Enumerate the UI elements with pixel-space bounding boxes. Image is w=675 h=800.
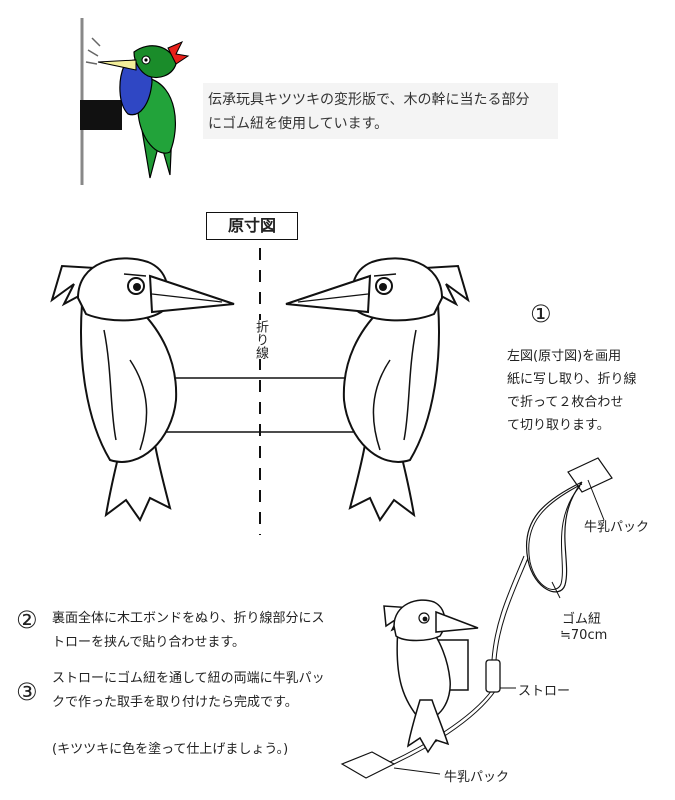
- step-1-number: ①: [530, 300, 552, 328]
- step-3-line: ストローにゴム紐を通して紐の両端に牛乳パッ: [52, 671, 325, 686]
- template-bird-left: [50, 257, 235, 523]
- step-3-text: ストローにゴム紐を通して紐の両端に牛乳パッ クで作った取手を取り付けたら完成です…: [52, 667, 352, 715]
- intro-text: 伝承玩具キツツキの変形版で、木の幹に当たる部分 にゴム紐を使用しています。: [208, 88, 558, 136]
- intro-background: [203, 83, 558, 139]
- step-1-line: 左図(原寸図)を画用: [507, 349, 622, 364]
- step-2-number: ②: [16, 606, 38, 634]
- finishing-note: (キツツキに色を塗って仕上げましょう。): [52, 742, 289, 757]
- milk-pack-top-label: 牛乳パック: [584, 520, 650, 535]
- straw-label: ストロー: [518, 684, 571, 699]
- motion-lines: [85, 37, 101, 65]
- step-1-line: で折って２枚合わせ: [507, 395, 624, 410]
- milk-pack-bottom-label: 牛乳パック: [444, 770, 510, 785]
- straw-shape: [485, 659, 501, 693]
- step-2-line: 裏面全体に木工ボンドをぬり、折り線部分にス: [52, 611, 325, 626]
- template-title: 原寸図: [206, 212, 298, 240]
- rubber-band-trunk: [80, 100, 122, 130]
- step-1-line: 紙に写し取り、折り線: [507, 372, 637, 387]
- fold-line-label: 折り線: [248, 320, 268, 359]
- milk-pack-top-shape: [567, 457, 613, 493]
- rubber-cord-label: ゴム紐: [562, 612, 602, 627]
- intro-line-2: にゴム紐を使用しています。: [208, 116, 389, 132]
- step-1-text: 左図(原寸図)を画用 紙に写し取り、折り線 で折って２枚合わせ て切り取ります。: [507, 345, 667, 437]
- step-2-text: 裏面全体に木工ボンドをぬり、折り線部分にス トローを挟んで貼り合わせます。: [52, 607, 352, 655]
- step-3-line: クで作った取手を取り付けたら完成です。: [52, 695, 298, 710]
- step-3-number: ③: [16, 678, 38, 706]
- step-2-line: トローを挟んで貼り合わせます。: [52, 635, 246, 650]
- cord-length-label: ≒70cm: [560, 628, 608, 643]
- milk-pack-bottom-shape: [340, 751, 396, 779]
- rubber-cord-loop: [526, 481, 583, 593]
- intro-line-1: 伝承玩具キツツキの変形版で、木の幹に当たる部分: [208, 92, 530, 108]
- step-1-line: て切り取ります。: [507, 418, 610, 433]
